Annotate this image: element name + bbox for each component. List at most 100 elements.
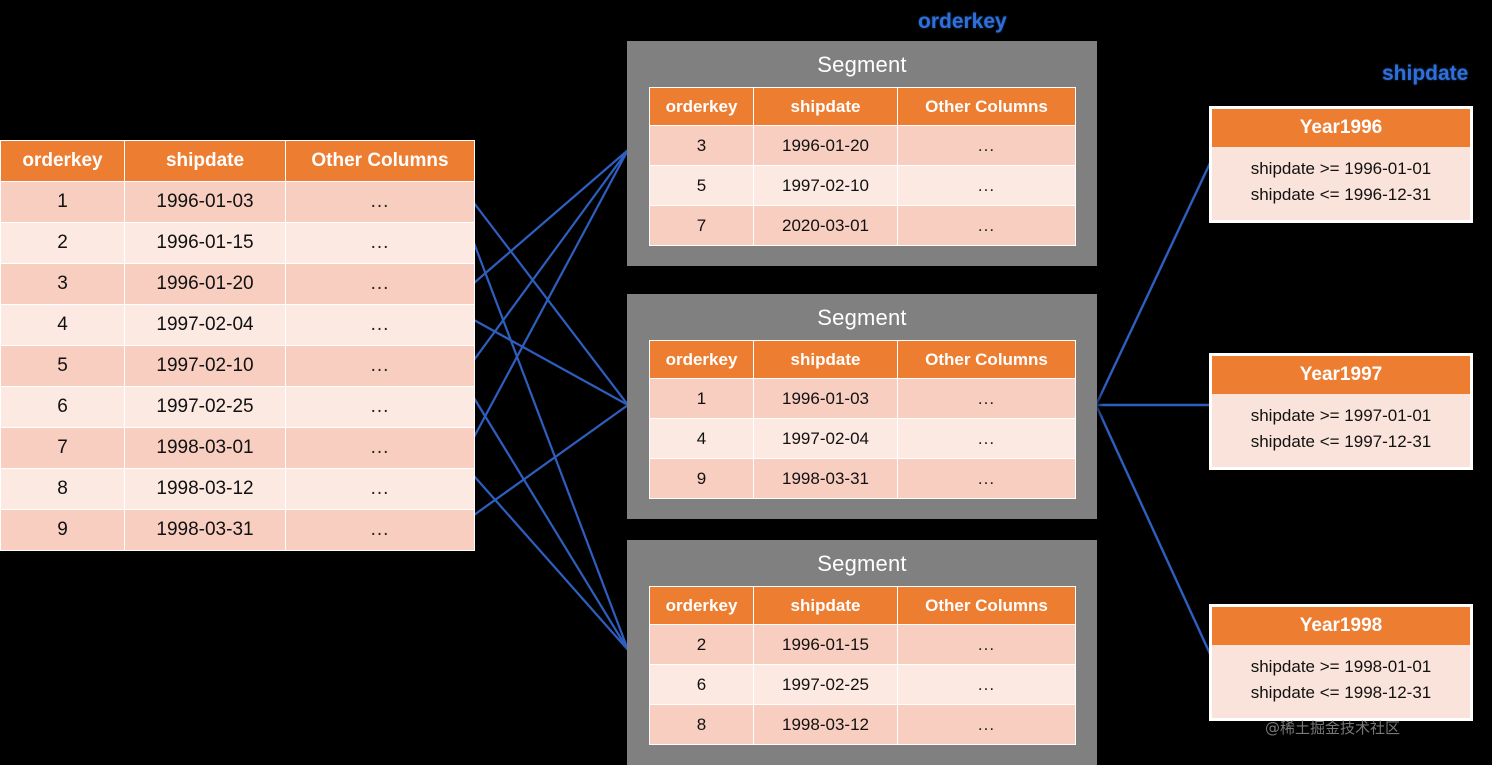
cell-shipdate: 1998-03-12 <box>124 468 286 510</box>
year-box-predicates: shipdate >= 1997-01-01 shipdate <= 1997-… <box>1212 394 1470 467</box>
cell-orderkey: 3 <box>649 125 754 166</box>
year-box-title: Year1997 <box>1212 356 1470 394</box>
column-header-other-columns: Other Columns <box>897 586 1076 625</box>
watermark: @稀土掘金技术社区 <box>1265 719 1401 737</box>
source-table-header-row: orderkey shipdate Other Columns <box>0 140 475 182</box>
cell-shipdate: 1997-02-04 <box>753 418 898 459</box>
cell-shipdate: 1997-02-25 <box>753 664 898 705</box>
cell-orderkey: 8 <box>0 468 125 510</box>
cell-other-columns: ... <box>897 125 1076 166</box>
year-box-predicates: shipdate >= 1996-01-01 shipdate <= 1996-… <box>1212 147 1470 220</box>
predicate-lower-bound: shipdate >= 1996-01-01 <box>1250 159 1432 178</box>
segment-header-row: orderkey shipdate Other Columns <box>649 340 1076 379</box>
cell-shipdate: 1996-01-03 <box>753 378 898 419</box>
cell-other-columns: ... <box>285 386 475 428</box>
segment-title: Segment <box>817 305 907 330</box>
column-header-shipdate: shipdate <box>753 340 898 379</box>
cell-orderkey: 8 <box>649 704 754 745</box>
cell-shipdate: 1998-03-01 <box>124 427 286 469</box>
callout-label-shipdate: shipdate <box>1382 62 1469 85</box>
connector-row8-seg3 <box>473 475 629 651</box>
cell-orderkey: 1 <box>0 181 125 223</box>
segment-header-row: orderkey shipdate Other Columns <box>649 87 1076 126</box>
column-header-orderkey: orderkey <box>0 140 125 182</box>
cell-orderkey: 7 <box>0 427 125 469</box>
connector-row9-seg2 <box>473 404 629 516</box>
cell-other-columns: ... <box>285 222 475 264</box>
cell-shipdate: 1997-02-10 <box>124 345 286 387</box>
cell-orderkey: 6 <box>0 386 125 428</box>
cell-orderkey: 5 <box>649 165 754 206</box>
column-header-shipdate: shipdate <box>124 140 286 182</box>
connector-row5-seg1 <box>473 149 629 361</box>
cell-other-columns: ... <box>897 205 1076 246</box>
cell-orderkey: 2 <box>0 222 125 264</box>
cell-shipdate: 1997-02-10 <box>753 165 898 206</box>
cell-other-columns: ... <box>897 704 1076 745</box>
year-box-predicates: shipdate >= 1998-01-01 shipdate <= 1998-… <box>1212 645 1470 718</box>
connector-row1-seg2 <box>473 202 629 406</box>
column-header-orderkey: orderkey <box>649 586 754 625</box>
cell-other-columns: ... <box>897 624 1076 665</box>
predicate-lower-bound: shipdate >= 1997-01-01 <box>1250 406 1432 425</box>
cell-shipdate: 1998-03-31 <box>753 458 898 499</box>
column-header-orderkey: orderkey <box>649 340 754 379</box>
connector-hub-year1996 <box>1094 160 1213 406</box>
segment-panel-2: Segment orderkey shipdate Other Columns … <box>627 294 1097 519</box>
cell-shipdate: 1996-01-15 <box>124 222 286 264</box>
cell-other-columns: ... <box>285 427 475 469</box>
cell-shipdate: 2020-03-01 <box>753 205 898 246</box>
callout-label-orderkey: orderkey <box>918 10 1007 33</box>
column-header-shipdate: shipdate <box>753 87 898 126</box>
column-header-orderkey: orderkey <box>649 87 754 126</box>
cell-shipdate: 1996-01-03 <box>124 181 286 223</box>
cell-orderkey: 4 <box>649 418 754 459</box>
connector-row6-seg3 <box>473 397 629 651</box>
connector-row3-seg1 <box>473 149 629 284</box>
cell-other-columns: ... <box>285 181 475 223</box>
cell-orderkey: 6 <box>649 664 754 705</box>
cell-other-columns: ... <box>285 509 475 551</box>
segment-header-row: orderkey shipdate Other Columns <box>649 586 1076 625</box>
cell-orderkey: 3 <box>0 263 125 305</box>
cell-other-columns: ... <box>897 418 1076 459</box>
cell-other-columns: ... <box>285 304 475 346</box>
year-box-title: Year1996 <box>1212 109 1470 147</box>
cell-orderkey: 5 <box>0 345 125 387</box>
cell-orderkey: 4 <box>0 304 125 346</box>
cell-orderkey: 2 <box>649 624 754 665</box>
column-header-other-columns: Other Columns <box>897 87 1076 126</box>
segment-panel-3: Segment orderkey shipdate Other Columns … <box>627 540 1097 765</box>
cell-other-columns: ... <box>285 468 475 510</box>
cell-shipdate: 1996-01-20 <box>124 263 286 305</box>
connector-row2-seg3 <box>472 242 630 651</box>
connector-hub-year1998 <box>1094 404 1213 657</box>
connector-row7-seg1 <box>473 149 629 438</box>
column-header-other-columns: Other Columns <box>285 140 475 182</box>
segment-title: Segment <box>817 52 907 77</box>
year-box-1997: Year1997 shipdate >= 1997-01-01 shipdate… <box>1209 353 1473 470</box>
predicate-lower-bound: shipdate >= 1998-01-01 <box>1250 657 1432 676</box>
connector-row4-seg2 <box>473 319 629 406</box>
cell-orderkey: 7 <box>649 205 754 246</box>
cell-shipdate: 1996-01-20 <box>753 125 898 166</box>
